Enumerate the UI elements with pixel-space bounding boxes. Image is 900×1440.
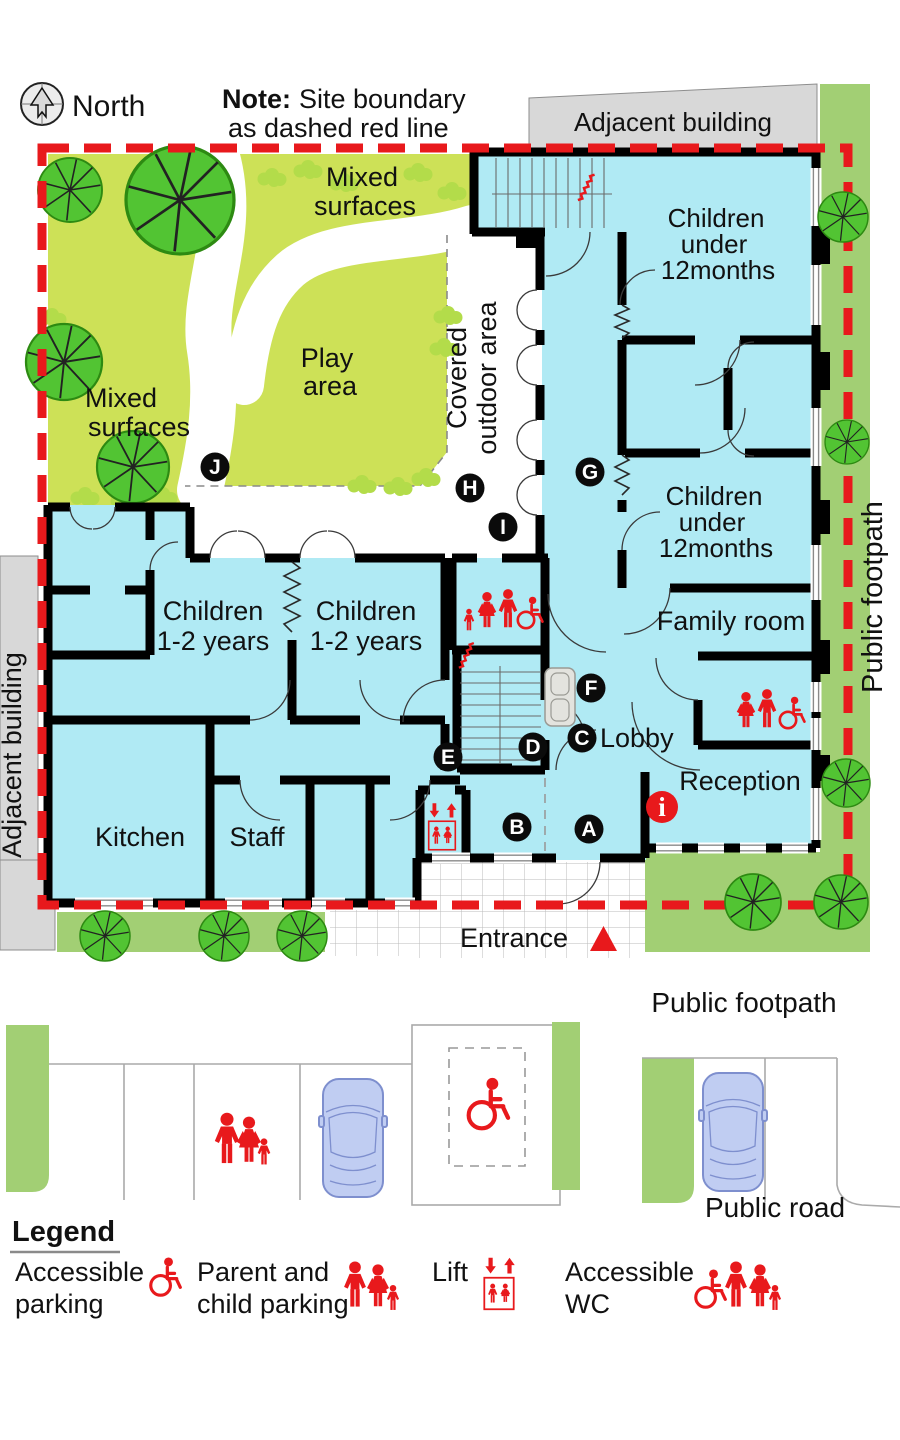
marker-h: H xyxy=(455,473,485,503)
entrance-marker: Entrance xyxy=(460,923,617,953)
svg-text:Children: Children xyxy=(316,596,417,626)
marker-c: C xyxy=(567,723,597,753)
north-indicator: North xyxy=(20,82,145,126)
play-area-boundary xyxy=(185,235,448,487)
marker-j: J xyxy=(200,452,230,482)
accessible-parking-bay-icon xyxy=(469,1078,508,1128)
marker-g: G xyxy=(575,457,605,487)
marker-a: A xyxy=(574,814,604,844)
svg-text:Reception: Reception xyxy=(679,766,801,796)
svg-text:under: under xyxy=(679,507,746,537)
svg-text:1-2 years: 1-2 years xyxy=(157,626,270,656)
parked-car-2 xyxy=(698,1072,768,1192)
adjacent-left-label: Adjacent building xyxy=(0,652,27,858)
outdoor-labels: Mixed surfaces Mixed surfaces Play area … xyxy=(85,162,502,455)
svg-text:Kitchen: Kitchen xyxy=(95,822,185,852)
svg-text:Mixed: Mixed xyxy=(85,383,157,413)
svg-text:Mixed: Mixed xyxy=(326,162,398,192)
svg-text:surfaces: surfaces xyxy=(88,412,190,442)
parking-area: Public footpath Public road xyxy=(6,987,900,1223)
parent-child-parking-icon xyxy=(344,1261,400,1310)
accessible-parking-icon xyxy=(149,1255,182,1297)
footpath-right-label: Public footpath xyxy=(857,501,889,693)
folding-partition-2 xyxy=(613,454,631,496)
note-line1: Note:Site boundary xyxy=(222,84,466,114)
folding-partition-3 xyxy=(282,561,302,633)
marker-i: I xyxy=(488,512,518,542)
svg-text:1-2 years: 1-2 years xyxy=(310,626,423,656)
svg-text:12months: 12months xyxy=(659,533,773,563)
legend-parent-child-line1: Parent and xyxy=(197,1257,329,1287)
svg-text:D: D xyxy=(525,736,540,759)
legend-lift-label: Lift xyxy=(432,1257,469,1287)
marker-e: E xyxy=(433,742,463,772)
garden-path-2 xyxy=(224,205,492,405)
adjacent-top-label: Adjacent building xyxy=(574,107,772,137)
svg-text:G: G xyxy=(582,461,598,484)
svg-text:Family room: Family room xyxy=(657,606,806,636)
folding-partition-1 xyxy=(612,304,632,339)
parking-green-3 xyxy=(642,1058,694,1203)
note-line2: as dashed red line xyxy=(228,113,449,143)
stairs-main xyxy=(451,641,541,764)
legend-accessible-parking-line1: Accessible xyxy=(15,1257,144,1287)
sofa xyxy=(544,667,576,727)
svg-text:outdoor area: outdoor area xyxy=(472,300,502,454)
svg-text:Lobby: Lobby xyxy=(600,723,674,753)
svg-text:Play: Play xyxy=(301,343,354,373)
svg-text:surfaces: surfaces xyxy=(314,191,416,221)
parking-green-1 xyxy=(6,1025,49,1192)
entrance-arrow-icon xyxy=(590,926,617,951)
svg-text:H: H xyxy=(462,477,477,500)
svg-text:Staff: Staff xyxy=(229,822,285,852)
north-label: North xyxy=(72,90,145,123)
windows-right-wall xyxy=(810,168,830,840)
svg-text:B: B xyxy=(509,816,524,839)
windows-reception xyxy=(656,842,808,854)
svg-text:under: under xyxy=(681,229,748,259)
svg-text:Children: Children xyxy=(668,203,765,233)
parking-green-2 xyxy=(552,1022,580,1190)
entrance-paving-2 xyxy=(330,910,418,956)
marker-b: B xyxy=(502,812,532,842)
svg-text:i: i xyxy=(658,792,666,822)
legend-accessible-parking-line2: parking xyxy=(15,1289,104,1319)
svg-text:Covered: Covered xyxy=(442,327,472,429)
info-icon: i xyxy=(646,791,678,823)
svg-text:area: area xyxy=(303,371,358,401)
parent-child-parking-bay-icon xyxy=(214,1112,271,1165)
public-road-label: Public road xyxy=(705,1192,845,1223)
room-labels: Children under 12months Children under 1… xyxy=(95,203,805,852)
svg-text:I: I xyxy=(500,516,506,539)
svg-text:F: F xyxy=(585,677,598,700)
accessible-wc-legend-icon xyxy=(694,1261,782,1310)
accessible-bay-outline xyxy=(411,1024,561,1206)
svg-text:Children: Children xyxy=(666,481,763,511)
legend-parent-child-line2: child parking xyxy=(197,1289,349,1319)
entrance-label: Entrance xyxy=(460,923,568,953)
door-swings xyxy=(69,231,755,905)
marker-d: D xyxy=(518,732,548,762)
svg-text:12months: 12months xyxy=(661,255,775,285)
svg-text:J: J xyxy=(209,456,221,479)
footpath-bottom-label: Public footpath xyxy=(651,987,836,1018)
svg-text:A: A xyxy=(581,818,596,841)
parked-car-1 xyxy=(318,1078,388,1198)
marker-f: F xyxy=(576,673,606,703)
accessible-bay-dashed xyxy=(448,1047,526,1167)
legend-accessible-wc-line2: WC xyxy=(565,1289,610,1319)
legend: Legend Accessible parking Parent and chi… xyxy=(10,1216,782,1319)
lift-legend-icon xyxy=(484,1258,514,1309)
legend-title: Legend xyxy=(12,1216,115,1248)
legend-accessible-wc-line1: Accessible xyxy=(565,1257,694,1287)
svg-text:Children: Children xyxy=(163,596,264,626)
svg-text:E: E xyxy=(441,746,455,769)
stairs-top xyxy=(492,158,612,228)
windows-vestibule xyxy=(432,852,532,864)
svg-text:C: C xyxy=(574,727,589,750)
